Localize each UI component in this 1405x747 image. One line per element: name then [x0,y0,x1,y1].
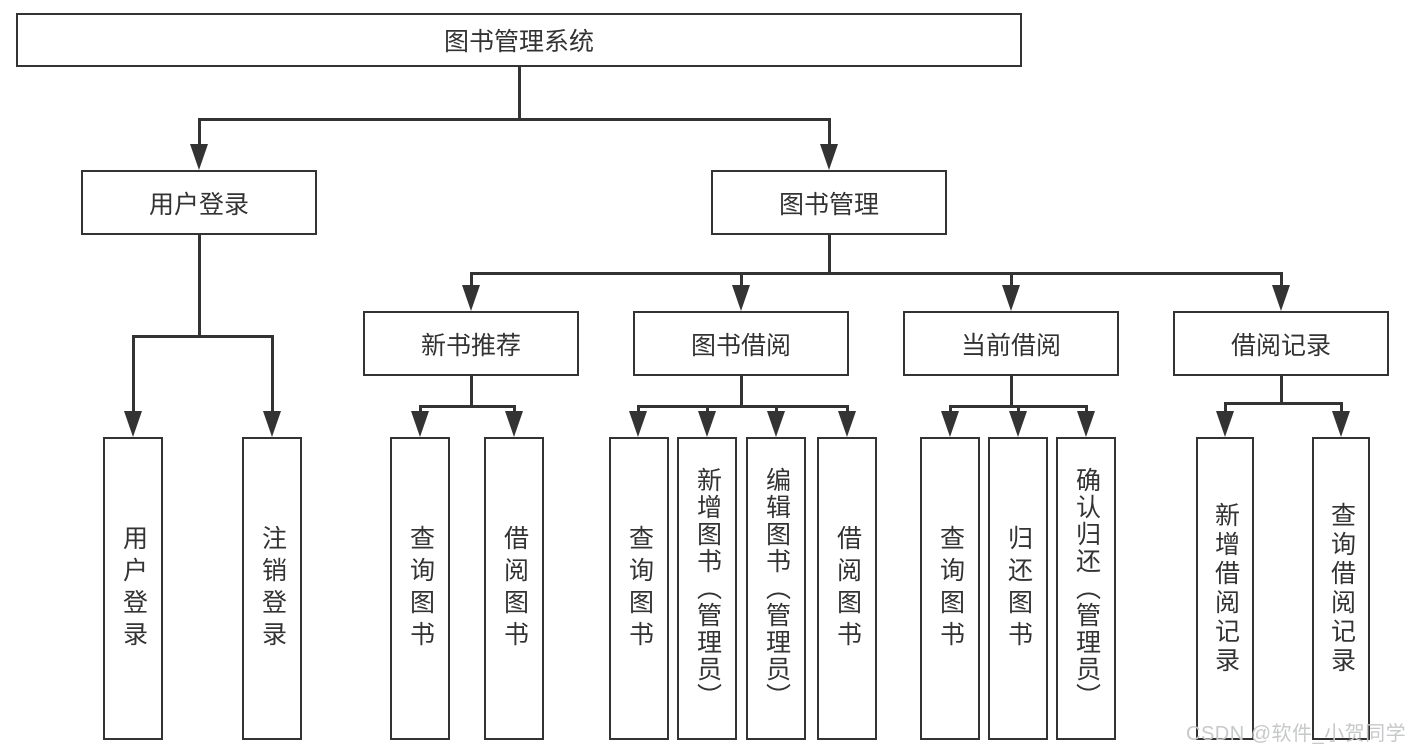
leaf-edit-book-admin-label: 编辑图书（管理员） [762,467,791,710]
connector-line [271,335,274,413]
connector-line [470,376,473,407]
leaf-confirm-return-admin: 确认归还（管理员） [1056,437,1116,740]
connector-line [198,235,201,337]
leaf-add-book-admin: 新增图书（管理员） [677,437,737,740]
arrowhead-down [1009,411,1027,437]
connector-line [198,118,831,121]
arrowhead-down [820,144,838,170]
arrowhead-down [462,285,480,311]
connector-line [1280,272,1283,288]
node-root: 图书管理系统 [16,13,1022,67]
connector-line [419,405,516,408]
node-book-borrowing-label: 图书借阅 [690,331,791,360]
node-new-book-recommendation-label: 新书推荐 [420,331,521,360]
connector-line [518,67,521,119]
node-borrowing-records: 借阅记录 [1173,311,1389,376]
connector-line [1010,272,1013,288]
arrowhead-down [411,411,429,437]
connector-line [132,335,135,413]
leaf-return-books-label: 归还图书 [1004,524,1033,653]
connector-line [1280,376,1283,404]
leaf-borrow-books-recommend-label: 借阅图书 [500,524,529,653]
connector-line [132,335,274,338]
leaf-add-borrow-record-label: 新增借阅记录 [1211,501,1240,676]
leaf-confirm-return-admin-label: 确认归还（管理员） [1072,467,1101,710]
leaf-borrow-books-borrowing-label: 借阅图书 [833,524,862,653]
leaf-query-borrow-record-label: 查询借阅记录 [1327,501,1356,676]
arrowhead-down [1002,285,1020,311]
leaf-query-books-borrowing: 查询图书 [609,437,669,740]
connector-line [846,405,849,414]
connector-line [513,405,516,414]
connector-line [637,405,849,408]
node-borrowing-records-label: 借阅记录 [1230,331,1331,360]
connector-line [1224,402,1227,414]
node-user-login-label: 用户登录 [148,190,249,219]
connector-line [637,405,640,414]
connector-line [775,405,778,414]
connector-line [198,118,201,146]
leaf-borrow-books-borrowing: 借阅图书 [817,437,877,740]
leaf-borrow-books-recommend: 借阅图书 [484,437,544,740]
leaf-add-borrow-record: 新增借阅记录 [1196,437,1254,740]
node-user-login: 用户登录 [81,170,317,235]
leaf-user-login-label: 用户登录 [119,524,148,653]
connector-line [828,235,831,274]
connector-line [1085,405,1088,414]
leaf-return-books: 归还图书 [988,437,1048,740]
node-current-borrowing: 当前借阅 [903,311,1119,376]
arrowhead-down [505,411,523,437]
watermark-text: CSDN @软件_小贺同学 [1186,723,1405,745]
leaf-logout-label: 注销登录 [258,524,287,653]
connector-line [740,376,743,407]
leaf-user-login: 用户登录 [103,437,163,740]
leaf-query-books-recommend: 查询图书 [390,437,450,740]
arrowhead-down [629,411,647,437]
leaf-query-books-current-label: 查询图书 [936,524,965,653]
node-root-label: 图书管理系统 [443,28,594,56]
node-book-management-label: 图书管理 [778,190,879,219]
connector-line [419,405,422,414]
arrowhead-down [698,411,716,437]
arrowhead-down [190,144,208,170]
leaf-query-books-recommend-label: 查询图书 [406,524,435,653]
connector-line [1340,402,1343,414]
connector-line [470,272,1282,275]
node-book-management: 图书管理 [711,170,947,235]
connector-line [470,272,473,288]
arrowhead-down [1272,285,1290,311]
leaf-query-borrow-record: 查询借阅记录 [1312,437,1370,740]
leaf-logout: 注销登录 [242,437,302,740]
node-new-book-recommendation: 新书推荐 [363,311,579,376]
leaf-query-books-borrowing-label: 查询图书 [625,524,654,653]
arrowhead-down [1216,411,1234,437]
arrowhead-down [1332,411,1350,437]
node-current-borrowing-label: 当前借阅 [960,331,1061,360]
connector-line [828,118,831,146]
arrowhead-down [732,285,750,311]
arrowhead-down [941,411,959,437]
arrowhead-down [767,411,785,437]
connector-line [740,272,743,288]
node-book-borrowing: 图书借阅 [633,311,849,376]
connector-line [1010,376,1013,407]
leaf-add-book-admin-label: 新增图书（管理员） [693,467,722,710]
leaf-edit-book-admin: 编辑图书（管理员） [746,437,806,740]
arrowhead-down [124,411,142,437]
connector-line [1017,405,1020,414]
arrowhead-down [1077,411,1095,437]
connector-line [949,405,952,414]
arrowhead-down [838,411,856,437]
leaf-query-books-current: 查询图书 [920,437,980,740]
connector-line [1224,402,1343,405]
connector-line [706,405,709,414]
arrowhead-down [263,411,281,437]
